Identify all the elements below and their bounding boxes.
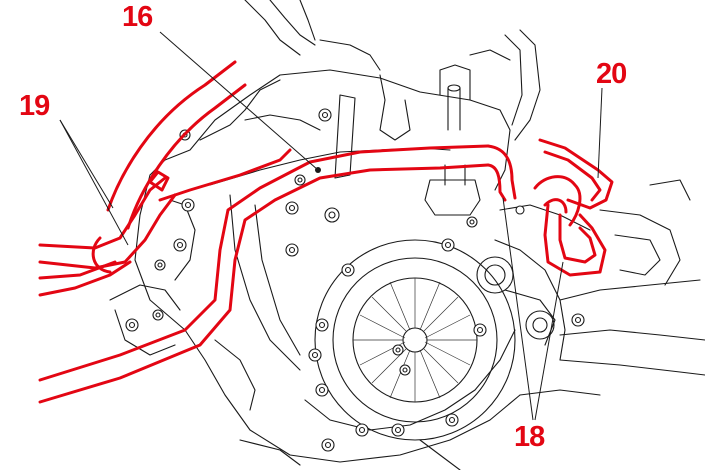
hose-18-d: [543, 198, 568, 214]
hose-20-a: [538, 138, 614, 210]
callout-20: 20: [596, 58, 627, 90]
hose-group-19: [38, 60, 247, 297]
hose-18-loop-a: [543, 203, 607, 277]
callout-19: 19: [19, 90, 50, 122]
hose-16-a: [38, 144, 490, 382]
clutch-housing: [314, 239, 555, 441]
hose-19-loop: [91, 236, 112, 274]
hose-20-b: [543, 150, 602, 202]
hose-19-lower-a: [38, 260, 117, 280]
hose-18-loop-b: [558, 213, 597, 264]
hose-18-b: [486, 163, 507, 202]
hose-group-18: [486, 144, 607, 277]
leader-lines: [59, 31, 603, 421]
hose-19-clip: [148, 170, 170, 192]
callout-16: 16: [122, 1, 153, 33]
hose-16: [38, 144, 490, 404]
leader-18-a: [502, 197, 534, 421]
hose-19-rise-a: [106, 60, 237, 212]
housing-bolts: [125, 108, 585, 452]
hose-16-c: [158, 148, 292, 202]
hose-19-lower-b: [38, 260, 132, 297]
leader-18-b: [534, 261, 564, 421]
hose-19-rise-b: [126, 83, 247, 230]
leader-19-b: [59, 119, 129, 246]
hose-20: [538, 138, 614, 210]
hose-19-upper-b: [38, 193, 177, 270]
hose-18-a: [486, 144, 517, 200]
hose-16-b: [38, 163, 490, 404]
leader-16: [159, 31, 319, 171]
callout-18: 18: [514, 421, 545, 453]
leader-19-a: [59, 119, 114, 209]
hose-18-c: [533, 175, 582, 227]
leader-20: [597, 87, 603, 179]
